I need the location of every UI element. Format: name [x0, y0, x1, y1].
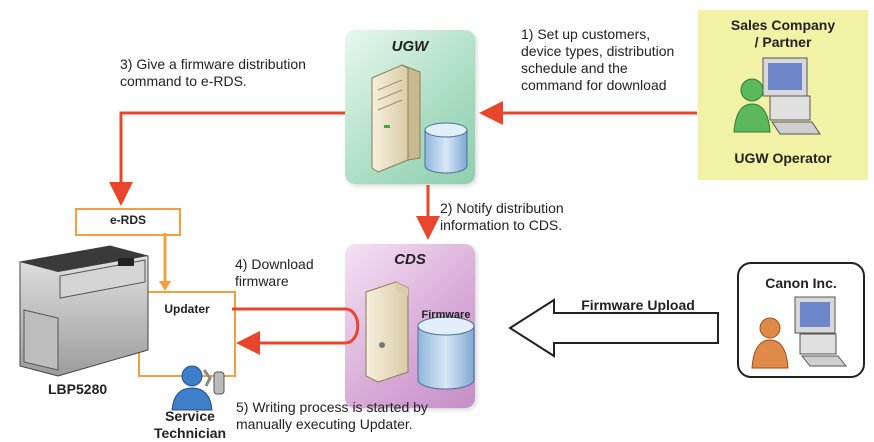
cds-server-icon — [365, 281, 409, 383]
arrow-step3 — [109, 111, 345, 206]
updater-label: Updater — [164, 302, 210, 316]
firmware-upload-arrow — [508, 298, 719, 358]
printer-label: LBP5280 — [48, 381, 108, 397]
cds-database-icon — [417, 316, 475, 390]
step1-text: 1) Set up customers, device types, distr… — [521, 26, 675, 93]
step5-text: 5) Writing process is started by manuall… — [236, 399, 428, 432]
step4-text: 4) Download firmware — [235, 256, 314, 289]
sales-operator-icon — [733, 57, 821, 135]
sales-company-label: Sales Company / Partner — [730, 17, 836, 50]
erds-label: e-RDS — [109, 213, 146, 227]
ugw-database-icon — [424, 122, 468, 174]
cds-title: CDS — [394, 251, 426, 268]
step2-text: 2) Notify distribution information to CD… — [440, 200, 564, 233]
ugw-title: UGW — [391, 38, 429, 55]
arrow-step4 — [232, 307, 360, 355]
firmware-db-label: Firmware — [421, 309, 471, 321]
technician-label: Service Technician — [153, 408, 227, 441]
printer-icon — [19, 245, 149, 377]
ugw-server-icon — [371, 64, 421, 173]
canon-operator-icon — [751, 296, 848, 369]
erds-box — [75, 208, 181, 236]
firmware-upload-label: Firmware Upload — [581, 297, 695, 313]
canon-label: Canon Inc. — [765, 275, 837, 291]
technician-icon — [171, 365, 225, 411]
ugw-operator-label: UGW Operator — [734, 150, 832, 166]
step3-text: 3) Give a firmware distribution command … — [120, 56, 306, 89]
